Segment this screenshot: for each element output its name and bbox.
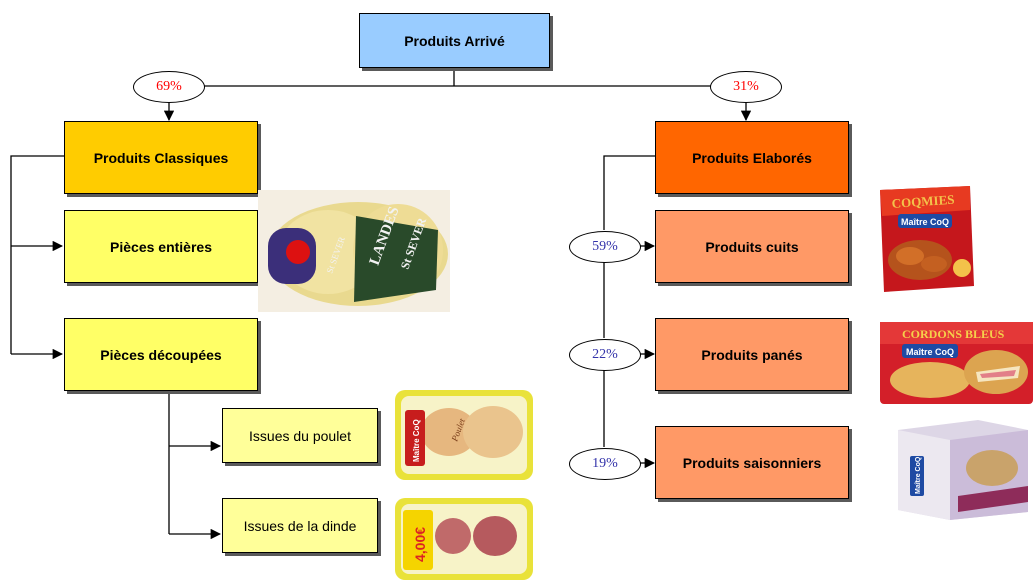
- percent-produits-saisonniers: 19%: [569, 448, 641, 480]
- node-pieces-decoupees: Pièces découpées: [64, 318, 258, 391]
- node-produits-panes: Produits panés: [655, 318, 849, 391]
- svg-text:4,00€: 4,00€: [412, 527, 428, 562]
- svg-text:Maître CoQ: Maître CoQ: [915, 456, 922, 494]
- svg-text:Maître CoQ: Maître CoQ: [412, 419, 421, 462]
- seasonal-box-photo: Maître CoQ: [888, 416, 1033, 522]
- percent-produits-panes: 22%: [569, 339, 641, 371]
- chicken-pieces-tray-photo: Maître CoQ Poulet: [395, 390, 533, 480]
- node-produits-classiques: Produits Classiques: [64, 121, 258, 194]
- node-issues-de-la-dinde: Issues de la dinde: [222, 498, 378, 553]
- svg-text:Maître CoQ: Maître CoQ: [901, 217, 949, 227]
- svg-text:CORDONS BLEUS: CORDONS BLEUS: [902, 327, 1005, 341]
- node-produits-elabores: Produits Elaborés: [655, 121, 849, 194]
- svg-text:Maître CoQ: Maître CoQ: [906, 347, 954, 357]
- node-produits-saisonniers: Produits saisonniers: [655, 426, 849, 499]
- node-produits-cuits: Produits cuits: [655, 210, 849, 283]
- cordon-bleu-pack-photo: CORDONS BLEUS Maître CoQ: [880, 318, 1033, 406]
- node-issues-du-poulet: Issues du poulet: [222, 408, 378, 463]
- cooked-chicken-bag-photo: COQMIES Maître CoQ: [870, 182, 980, 294]
- node-produits-arrive: Produits Arrivé: [359, 13, 550, 68]
- svg-text:COQMIES: COQMIES: [891, 192, 955, 211]
- turkey-tray-photo: 4,00€: [395, 498, 533, 580]
- percent-left: 69%: [133, 71, 205, 103]
- percent-produits-cuits: 59%: [569, 231, 641, 263]
- percent-right: 31%: [710, 71, 782, 103]
- whole-chicken-photo: LANDES St SEVER St SEVER: [258, 190, 450, 312]
- node-pieces-entieres: Pièces entières: [64, 210, 258, 283]
